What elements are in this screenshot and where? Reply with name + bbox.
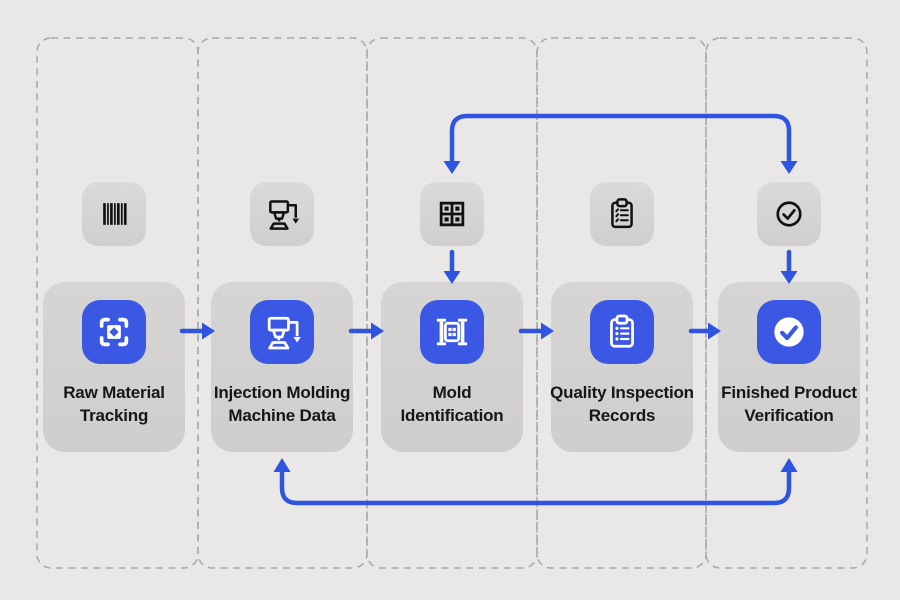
injection-machine-icon — [262, 194, 302, 234]
mold-grid-icon — [432, 194, 472, 234]
stage-card-mold-identification: Mold Identification — [381, 282, 523, 452]
injection-machine-icon — [250, 300, 314, 364]
stage-chip-raw-material — [82, 182, 146, 246]
bottom-feedback-arrow — [273, 458, 798, 506]
check-circle-icon — [769, 194, 809, 234]
stage-chip-injection-machine — [250, 182, 314, 246]
flow-arrow-3 — [518, 322, 554, 340]
stage-chip-mold — [420, 182, 484, 246]
stage-label: Finished Product Verification — [721, 383, 857, 425]
stage-card-raw-material-tracking: Raw Material Tracking — [43, 282, 185, 452]
stage-card-finished-product-verification: Finished Product Verification — [718, 282, 860, 452]
stage-label: Injection Molding Machine Data — [213, 383, 351, 425]
stage-card-quality-inspection-records: Quality Inspection Records — [550, 282, 694, 452]
checklist-clipboard-icon — [602, 194, 642, 234]
mold-press-icon — [420, 300, 484, 364]
stage-card-injection-molding-machine-data: Injection Molding Machine Data — [211, 282, 353, 452]
stage-label: Mold Identification — [400, 383, 504, 425]
check-badge-icon — [757, 300, 821, 364]
stage-chip-quality — [590, 182, 654, 246]
clipboard-icon — [590, 300, 654, 364]
flow-arrow-4 — [688, 322, 721, 340]
stage-chip-verification — [757, 182, 821, 246]
icon-to-card-arrow-verification — [780, 249, 798, 284]
icon-to-card-arrow-mold — [443, 249, 461, 284]
top-feedback-arrow — [443, 113, 798, 174]
barcode-icon — [94, 194, 134, 234]
flow-arrow-2 — [348, 322, 384, 340]
scan-frame-icon — [82, 300, 146, 364]
stage-label: Quality Inspection Records — [550, 383, 694, 425]
stage-label: Raw Material Tracking — [63, 383, 165, 425]
